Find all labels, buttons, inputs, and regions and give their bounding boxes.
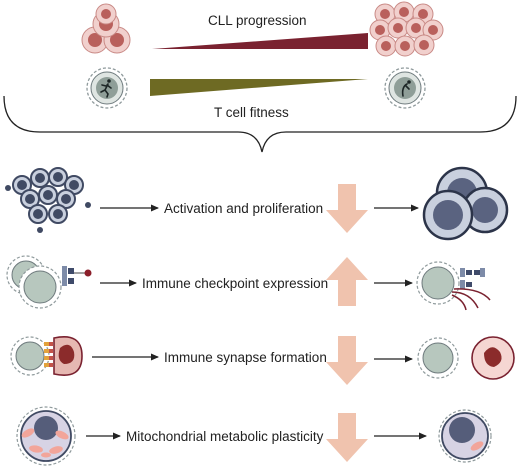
fit-t-cell-icon: [86, 67, 128, 109]
cll-cell-icon: [471, 336, 515, 380]
fitness-label: T cell fitness: [214, 105, 289, 120]
trend-down-arrow-3: [326, 413, 368, 462]
enlarged-activated-t-cells-icon: [422, 166, 509, 241]
separated-t-cell-icon: [417, 337, 459, 379]
trend-down-arrow-1: [326, 184, 368, 233]
trend-up-arrow: [326, 257, 368, 306]
t-cells-with-receptor-icon: [6, 255, 92, 309]
mitochondria-t-cell-icon: [16, 406, 76, 466]
row1-label: Activation and proliferation: [164, 201, 323, 216]
t-cell-high-checkpoint-icon: [416, 261, 491, 311]
t-cell-cluster-icon: [5, 167, 91, 233]
running-person-icon: [100, 79, 112, 98]
cll-cluster-small-icon: [81, 3, 131, 54]
reduced-mitochondria-t-cell-icon: [438, 409, 492, 463]
row4-label: Mitochondrial metabolic plasticity: [126, 429, 324, 444]
immune-synapse-icon: [10, 336, 83, 376]
fitness-wedge: [150, 79, 368, 96]
trend-down-arrow-2: [326, 336, 368, 385]
row2-label: Immune checkpoint expression: [142, 276, 328, 291]
progression-label: CLL progression: [208, 13, 307, 28]
grouping-brace: [3, 95, 517, 153]
exhausted-t-cell-icon: [384, 67, 426, 109]
tired-person-icon: [401, 80, 411, 97]
progression-wedge: [152, 33, 368, 49]
cll-cluster-large-icon: [369, 1, 444, 57]
row3-label: Immune synapse formation: [164, 350, 327, 365]
